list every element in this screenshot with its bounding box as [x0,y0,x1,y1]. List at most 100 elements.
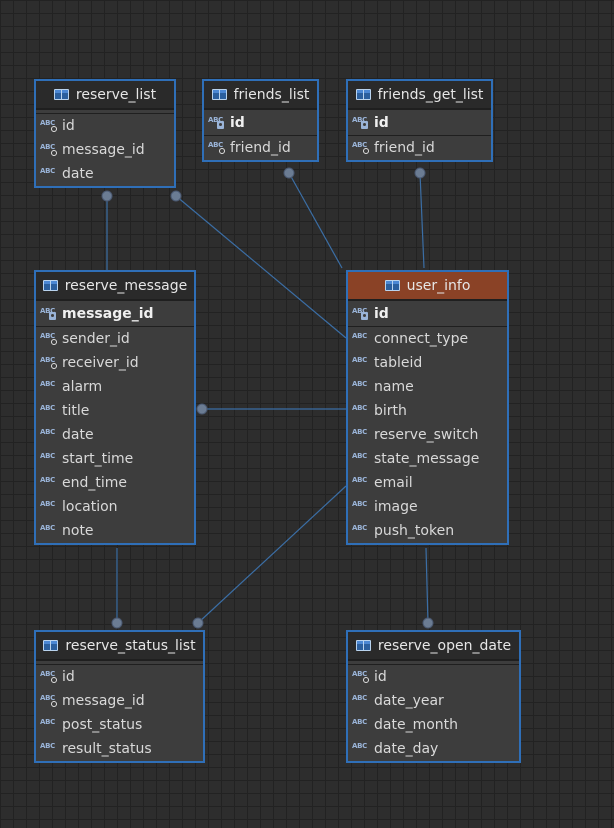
header-separator [36,661,203,665]
column-name: start_time [62,451,134,467]
entity-title: reserve_open_date [377,637,512,654]
relation-endpoint-dot [111,617,123,629]
column-name: id [374,305,389,322]
column-name: result_status [62,741,152,757]
fk-icon: ABC [40,119,59,133]
entity-header[interactable]: user_info [348,272,507,301]
entity-header[interactable]: reserve_message [36,272,194,301]
key-icon: ABC [208,116,227,130]
abc-column-icon: ABC [352,718,367,726]
table-icon [355,640,371,651]
column-name: date_year [374,693,444,709]
abc-column-icon: ABC [40,167,55,175]
table-icon [211,89,227,100]
relation-line-reserve_list-user_info[interactable] [175,195,347,339]
fk-icon: ABC [352,141,371,155]
entity-header[interactable]: friends_list [204,81,317,110]
column-name: end_time [62,475,128,491]
abc-column-icon: ABC [40,742,55,750]
relation-line-reserve_status_list-user_info[interactable] [197,485,347,624]
entity-header[interactable]: friends_get_list [348,81,491,110]
abc-column-icon: ABC [352,404,367,412]
entity-header[interactable]: reserve_open_date [348,632,519,661]
abc-column-icon: ABC [352,428,367,436]
relation-line-reserve_open_date-user_info[interactable] [425,547,429,624]
column-row[interactable]: ABC birth [348,399,507,423]
column-row[interactable]: ABC date_month [348,713,519,737]
column-name: birth [374,403,407,419]
entity-title: reserve_list [75,86,157,103]
column-name: date_month [374,717,459,733]
relation-endpoint-dot [414,167,426,179]
column-row[interactable]: ABC image [348,495,507,519]
table-icon [42,280,58,291]
relation-line-friends_get_list-user_info[interactable] [419,172,425,269]
entity-header[interactable]: reserve_list [36,81,174,110]
entity-header[interactable]: reserve_status_list [36,632,203,661]
table-icon [384,280,400,291]
key-icon: ABC [40,307,59,321]
abc-column-icon: ABC [40,380,55,388]
abc-column-icon: ABC [352,332,367,340]
abc-column-icon: ABC [352,452,367,460]
fk-icon: ABC [208,141,227,155]
abc-column-icon: ABC [40,524,55,532]
relation-endpoint-dot [101,190,113,202]
column-name: sender_id [62,331,130,347]
column-row[interactable]: ABC state_message [348,447,507,471]
relation-line-friends_list-user_info[interactable] [288,172,343,269]
entity-title: reserve_status_list [65,637,196,654]
abc-column-icon: ABC [352,500,367,508]
relation-endpoint-dot [192,617,204,629]
column-name: date [62,166,94,182]
column-name: friend_id [374,140,435,156]
column-name: id [62,118,75,134]
column-row[interactable]: ABC date [36,162,174,186]
fk-icon: ABC [40,332,59,346]
fk-icon: ABC [40,694,59,708]
column-row[interactable]: ABC result_status [36,737,203,761]
table-icon [355,89,371,100]
column-name: image [374,499,418,515]
column-name: post_status [62,717,143,733]
column-name: state_message [374,451,480,467]
abc-column-icon: ABC [352,356,367,364]
